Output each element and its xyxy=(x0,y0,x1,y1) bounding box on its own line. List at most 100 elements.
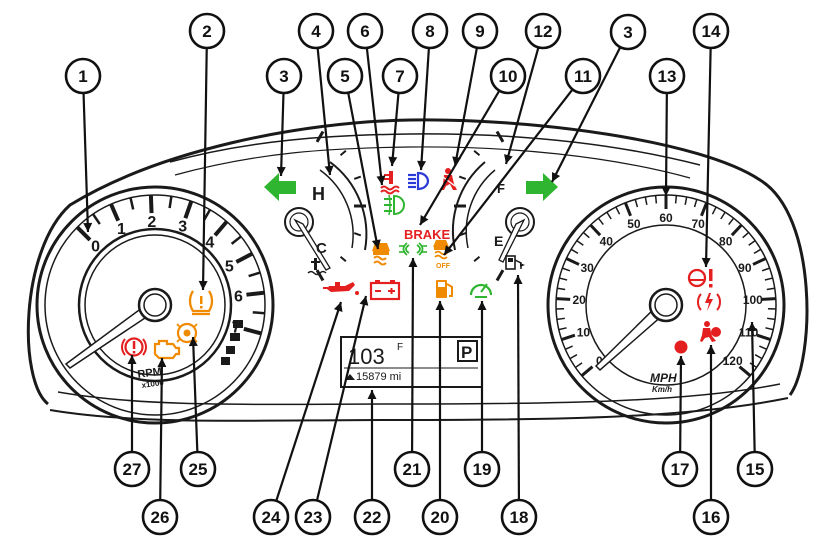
callout-c27: 27 xyxy=(113,450,151,488)
speedometer-tick xyxy=(767,317,776,321)
callout-number: 16 xyxy=(702,508,721,527)
cluster-housing xyxy=(26,118,809,422)
callout-c9: 9 xyxy=(461,12,499,50)
leader-arrowhead xyxy=(435,301,445,310)
fuel-gauge-needle xyxy=(498,218,526,263)
callout-number: 3 xyxy=(279,67,288,86)
callout-number: 21 xyxy=(403,460,422,479)
leader-arrowhead xyxy=(188,337,198,347)
traction-control-icon xyxy=(372,243,390,266)
leader-arrowhead xyxy=(417,160,427,170)
leader-line xyxy=(365,48,384,186)
tachometer-tick xyxy=(243,326,262,336)
leader-line xyxy=(704,48,712,268)
callout-circle xyxy=(609,13,647,51)
tachometer-tick xyxy=(230,235,242,245)
fuel-gauge-tick xyxy=(495,130,505,143)
speedometer-tick xyxy=(754,354,763,360)
speedometer-tick xyxy=(561,333,576,342)
speedometer-tick xyxy=(765,327,774,331)
speedometer-tick-label: 120 xyxy=(723,354,743,368)
speedometer-tick-label: 40 xyxy=(600,235,614,249)
tachometer-tick xyxy=(213,220,229,237)
tachometer-unit-sub: x1000 xyxy=(141,378,165,390)
tachometer-tick-label: 3 xyxy=(178,219,187,236)
leader-line xyxy=(504,48,540,165)
temperature-gauge-tick xyxy=(315,130,325,143)
callout-circle xyxy=(421,498,459,536)
callout-c12: 12 xyxy=(524,12,562,50)
leader-line xyxy=(191,336,199,452)
leader-lines xyxy=(82,47,757,501)
speedometer-tick-label: 100 xyxy=(743,293,763,307)
speedometer-tick xyxy=(569,354,578,360)
callout-number: 2 xyxy=(202,22,211,41)
callout-number: 22 xyxy=(363,508,382,527)
speedometer-tick xyxy=(753,248,762,255)
speedometer-tick xyxy=(582,231,590,239)
leader-arrowhead xyxy=(676,356,686,366)
callout-circle xyxy=(252,498,290,536)
callout-number: 18 xyxy=(510,508,529,527)
callout-number: 27 xyxy=(123,460,142,479)
right-turn-signal-icon xyxy=(526,173,558,201)
leader-line xyxy=(279,93,285,177)
fuel-pump-icon xyxy=(505,255,525,270)
tire-pressure-warning-icon xyxy=(188,290,214,316)
callout-number: 24 xyxy=(262,508,281,527)
callout-circle xyxy=(736,450,774,488)
tachometer-tick-label: 6 xyxy=(234,289,243,306)
abs-warning-icon xyxy=(121,337,147,357)
tachometer-tick-label: 7 xyxy=(232,320,241,337)
leader-arrowhead xyxy=(701,257,711,267)
tachometer-tick xyxy=(109,203,121,222)
tachometer-tick xyxy=(183,200,194,219)
tachometer-tick xyxy=(129,197,135,210)
temperature-gauge: H C xyxy=(284,130,368,282)
speedometer-tick xyxy=(556,297,571,301)
fuel-gauge-full: F xyxy=(497,181,505,196)
callout-circle xyxy=(346,12,384,50)
leader-arrowhead xyxy=(324,165,334,175)
tachometer-tick-label: 1 xyxy=(117,221,126,238)
fuel-gauge-ticks xyxy=(454,130,505,282)
speedometer-tick xyxy=(693,199,698,208)
leader-arrowhead xyxy=(408,258,418,268)
check-engine-icon xyxy=(153,339,181,360)
temperature-gauge-needle xyxy=(293,218,331,271)
callout-circle xyxy=(265,57,303,95)
fuel-gauge-tick xyxy=(473,149,481,156)
speedometer-tick xyxy=(589,223,602,237)
temperature-gauge-low: C xyxy=(316,240,327,257)
callout-number: 5 xyxy=(340,67,349,86)
leader-arrowhead xyxy=(333,302,343,312)
leader-arrowhead xyxy=(359,296,369,306)
callout-circle xyxy=(381,57,419,95)
leader-arrowhead xyxy=(198,280,208,290)
speedometer-tick xyxy=(565,257,580,266)
speedometer-tick xyxy=(684,196,688,205)
leader-arrowhead xyxy=(444,245,454,255)
leader-arrowhead xyxy=(83,222,93,232)
callout-circle xyxy=(113,450,151,488)
callout-c5: 5 xyxy=(326,57,364,95)
speedometer-tick xyxy=(674,195,678,204)
speedometer-tick xyxy=(556,317,565,321)
high-beam-icon xyxy=(408,171,430,191)
odometer-reading: 15879 mi xyxy=(356,371,401,383)
callout-number: 26 xyxy=(151,508,170,527)
speedometer-tick-label: 20 xyxy=(572,293,586,307)
callout-c3b: 3 xyxy=(609,13,647,51)
callout-circle xyxy=(64,57,102,95)
speedometer-tick xyxy=(557,287,566,291)
speedometer-tick-label: 50 xyxy=(627,217,641,231)
callout-c1: 1 xyxy=(64,57,102,95)
callout-number: 23 xyxy=(304,508,323,527)
speedometer-tick-label: 0 xyxy=(596,354,603,368)
leader-line xyxy=(679,355,683,452)
callout-number: 4 xyxy=(311,22,321,41)
callout-number: 10 xyxy=(499,67,518,86)
